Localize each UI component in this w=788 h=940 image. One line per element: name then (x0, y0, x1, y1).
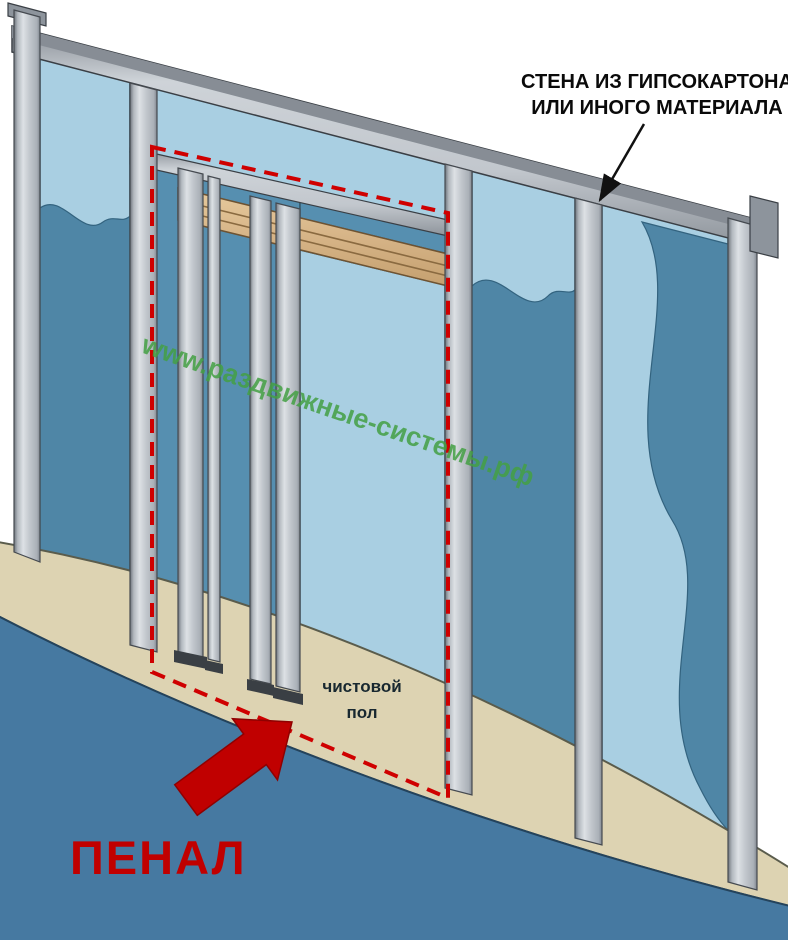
pocket-label: ПЕНАЛ (70, 831, 247, 884)
note-arrow (598, 123, 646, 203)
left-wall-channel (13, 9, 41, 563)
pocket-stud-inner-1 (177, 167, 204, 659)
door-jamb-stud-2 (275, 202, 301, 693)
wall-note-line2: ИЛИ ИНОГО МАТЕРИАЛА (531, 97, 782, 119)
opening-right-stud (444, 163, 473, 796)
right-wall-channel (727, 217, 758, 891)
finished-floor-label-line2: пол (346, 703, 377, 722)
stud-foot (247, 679, 274, 696)
drywall-cut-edge-right-1 (471, 279, 576, 802)
top-track-lip (12, 26, 763, 233)
stud-foot (273, 687, 303, 705)
finished-floor-label-line1: чистовой (322, 677, 401, 696)
stud-foot (174, 650, 207, 669)
wall-note-line1: СТЕНА ИЗ ГИПСОКАРТОНА (521, 71, 788, 93)
right-channel-flange (749, 195, 779, 259)
pocket-arrow (173, 717, 293, 817)
drywall-cut-edge-left (39, 204, 131, 601)
door-jamb-stud-1 (249, 195, 272, 685)
lower-background (0, 615, 788, 940)
drywall-cut-edge-right-2 (640, 221, 729, 832)
stud-foot (205, 660, 223, 674)
pocket-stud-inner-2 (207, 175, 221, 663)
pocket-dashed-outline (150, 144, 450, 802)
wood-header-grain-lines (177, 199, 449, 277)
mid-right-stud (574, 197, 603, 846)
